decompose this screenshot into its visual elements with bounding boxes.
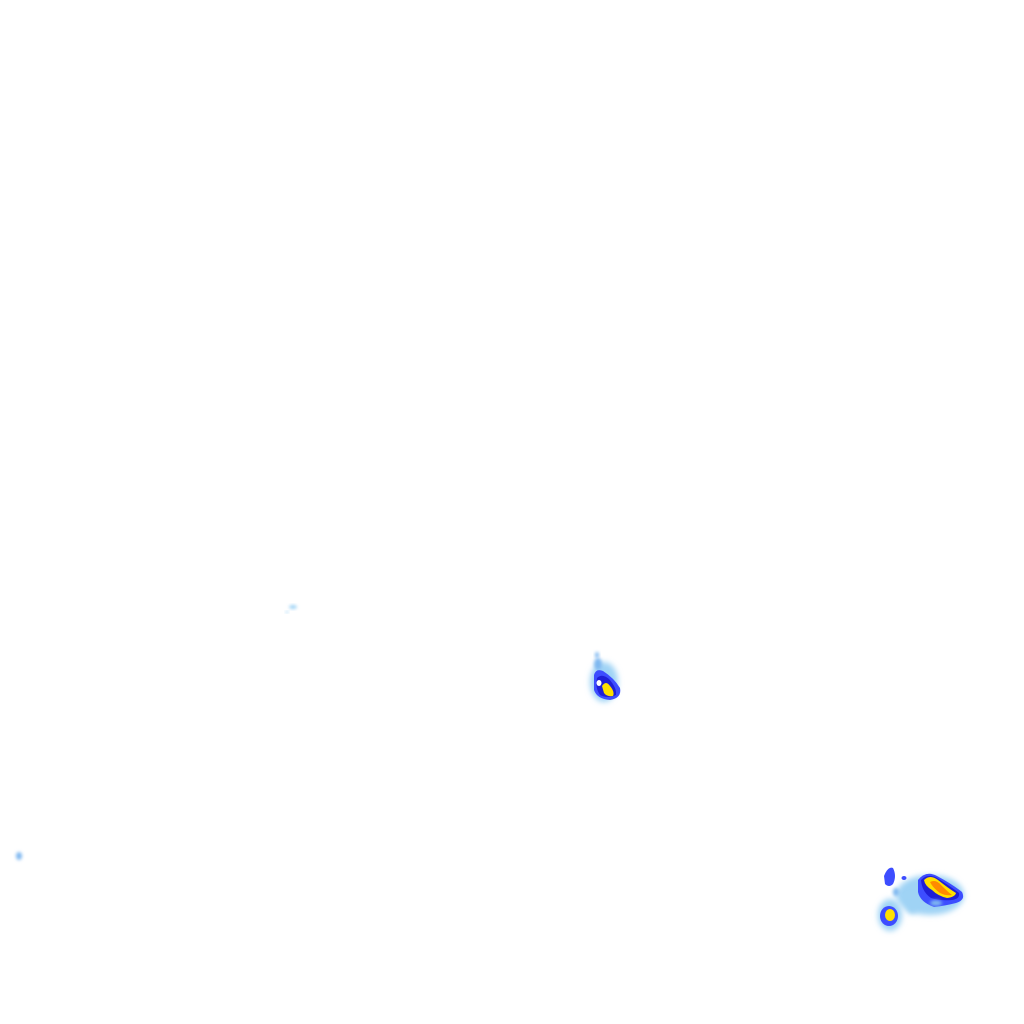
echo-cluster-lower-right bbox=[878, 867, 964, 931]
echo-speck-left-edge bbox=[16, 852, 22, 860]
echo-speck-upper-left bbox=[285, 605, 297, 613]
echo-cell-center bbox=[590, 652, 621, 702]
